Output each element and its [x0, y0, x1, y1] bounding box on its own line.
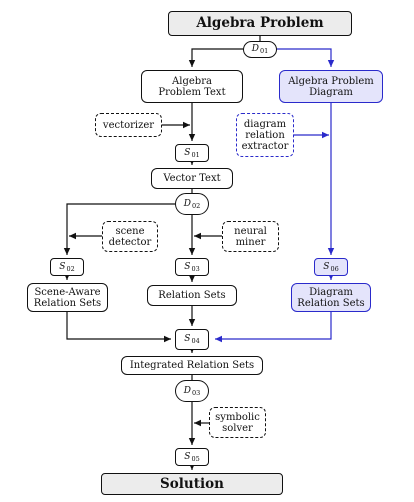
diagram-relation-extractor-box: diagram relation extractor	[236, 113, 294, 157]
algebra-problem-text-box: Algebra Problem Text	[141, 70, 243, 103]
solution-text: Solution	[160, 475, 224, 492]
vector-text-box: Vector Text	[151, 168, 233, 189]
edge-scene-s04	[66, 312, 171, 343]
edge-d01-diagram	[277, 48, 335, 67]
algebra-problem-diagram-box: Algebra Problem Diagram	[279, 70, 383, 103]
vectorizer-box: vectorizer	[95, 113, 162, 137]
scene-aware-relation-sets-box: Scene-Aware Relation Sets	[27, 283, 108, 312]
edge-d02-s02	[63, 203, 175, 255]
relation-sets-box: Relation Sets	[147, 285, 237, 306]
edge-d01-text	[188, 48, 243, 67]
solution-box: Solution	[101, 473, 283, 495]
diagram-relation-sets-box: Diagram Relation Sets	[291, 283, 371, 312]
scene-detector-box: scene detector	[102, 221, 158, 252]
integrated-relation-sets-box: Integrated Relation Sets	[121, 356, 263, 375]
title-text: Algebra Problem	[196, 15, 324, 31]
symbolic-solver-box: symbolic solver	[209, 407, 266, 438]
edge-diagram-rel-s04	[215, 312, 332, 343]
title-box: Algebra Problem	[168, 11, 352, 36]
neural-miner-box: neural miner	[222, 221, 279, 252]
